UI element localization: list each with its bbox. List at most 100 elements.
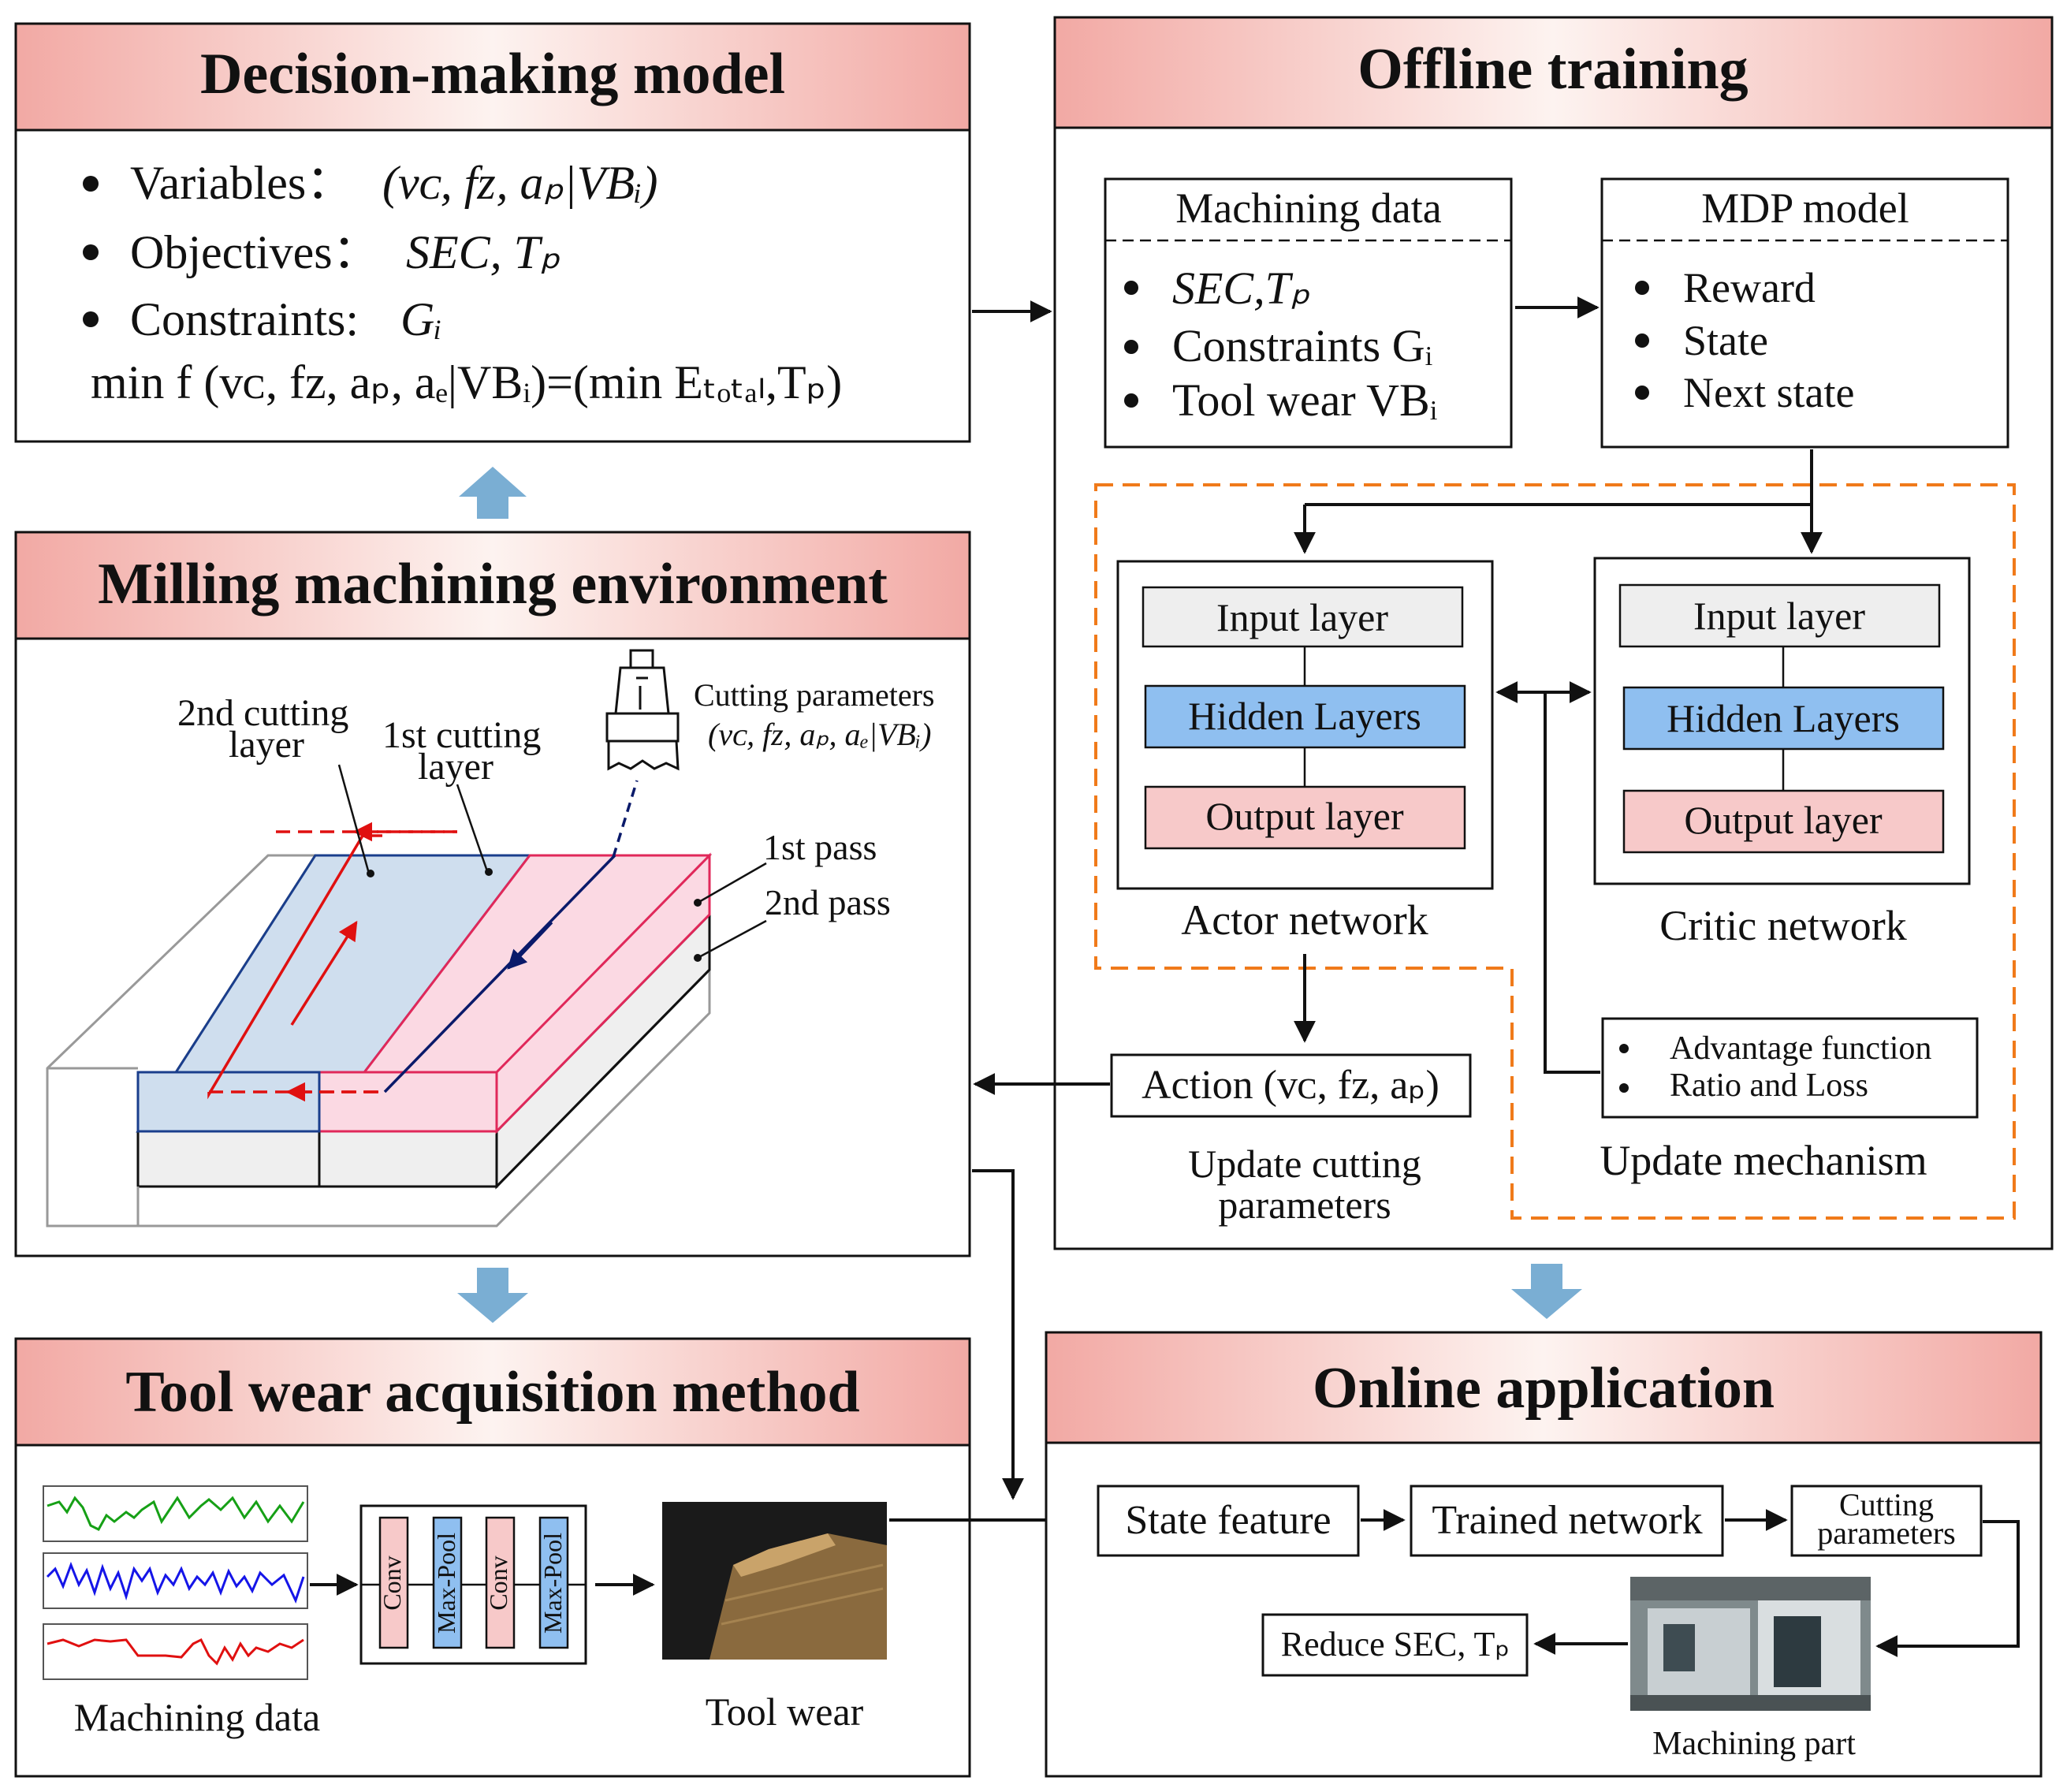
actor-hidden-layers <box>1144 684 1466 749</box>
down-block-arrow-icon <box>1511 1264 1582 1319</box>
signal-plots <box>43 1485 308 1680</box>
update-mechanism-label: Update mechanism <box>1600 1137 1927 1184</box>
variables-expr: (vᴄ, fᴢ, aₚ|VBᵢ) <box>382 157 657 209</box>
critic-output-layer <box>1622 789 1945 854</box>
milling-title: Milling machining environment <box>98 552 888 617</box>
machining-item-1: SEC,Tₚ <box>1172 263 1310 314</box>
pool2-label: Max-Pool <box>538 1533 567 1634</box>
ratio-and-loss: Ratio and Loss <box>1670 1067 1868 1104</box>
conv1-layer <box>378 1516 409 1649</box>
blue-signal <box>46 1561 305 1604</box>
objectives-label: Objectives： <box>130 226 380 278</box>
red-signal <box>47 1637 304 1666</box>
bullet-icon <box>83 311 99 327</box>
milling-header <box>14 531 971 640</box>
actor-output-label: Output layer <box>1205 794 1404 838</box>
pass1-label: 1st pass <box>763 827 877 867</box>
bullet-icon <box>1635 386 1649 400</box>
layer2-leader <box>337 764 371 874</box>
bullet-icon <box>1124 281 1138 295</box>
down-block-arrow-icon <box>457 1268 528 1323</box>
update-params-line2: parameters <box>1218 1183 1391 1227</box>
state-feature-box <box>1097 1485 1360 1557</box>
advantage-function: Advantage function <box>1670 1030 1931 1067</box>
actor-output-layer <box>1144 785 1466 850</box>
actor-network: Input layer Hidden Layers Output layer A… <box>1116 560 1494 944</box>
cutting-params-expr: (vᴄ, fᴢ, aₚ, aₑ|VBᵢ) <box>708 717 931 752</box>
online-title: Online application <box>1313 1356 1775 1421</box>
actor-input-layer <box>1142 586 1464 648</box>
layer1-leader <box>456 784 489 872</box>
critic-network-label: Critic network <box>1659 902 1906 949</box>
cnn-block: Conv Max-Pool Conv Max-Pool <box>359 1504 587 1665</box>
layer1-label-line2: layer <box>418 746 493 788</box>
pass1-leader <box>697 862 767 904</box>
critic-hidden-label: Hidden Layers <box>1667 696 1900 740</box>
machining-data-box: Machining data SEC,Tₚ Constraints Gᵢ Too… <box>1104 177 1513 449</box>
mdp-next-state: Next state <box>1683 369 1854 416</box>
trained-network-box <box>1410 1485 1724 1557</box>
constraints-expr: Gᵢ <box>400 293 442 345</box>
cutter-tool-icon <box>605 649 680 771</box>
ppo-dashed-region <box>1094 483 2016 1220</box>
machining-item-3: Tool wear VBᵢ <box>1172 374 1437 426</box>
machining-data-header: Machining data <box>1175 184 1441 232</box>
offline-title: Offline training <box>1358 37 1748 102</box>
toolwear-title: Tool wear acquisition method <box>125 1360 859 1425</box>
online-cutting-params-line2: parameters <box>1817 1515 1955 1551</box>
mdp-model-box: MDP model Reward State Next state <box>1600 177 2009 449</box>
offline-training-panel: Offline training Machining data SEC,Tₚ C… <box>1053 16 2054 1250</box>
variables-label: Variables： <box>130 157 353 209</box>
reduce-label: Reduce SEC, Tₚ <box>1281 1625 1510 1663</box>
pool1-label: Max-Pool <box>432 1533 460 1634</box>
conv2-label: Conv <box>484 1555 512 1610</box>
critic-input-label: Input layer <box>1693 594 1865 638</box>
conv1-label: Conv <box>378 1555 406 1610</box>
bullet-icon <box>1635 333 1649 348</box>
bullet-icon <box>1124 393 1138 408</box>
action-label: Action (vᴄ, fᴢ, aₚ) <box>1142 1063 1439 1108</box>
pool1-layer <box>432 1516 463 1649</box>
red-path-arrow <box>290 920 358 1026</box>
reduce-box <box>1261 1613 1529 1677</box>
pass2-leader <box>697 919 767 959</box>
update-params-line1: Update cutting <box>1188 1142 1421 1186</box>
milling-panel: Milling machining environment <box>14 531 971 1257</box>
layer2-label-line1: 2nd cutting <box>177 692 348 734</box>
offline-header <box>1053 16 2054 129</box>
state-feature-label: State feature <box>1125 1498 1331 1543</box>
trained-network-label: Trained network <box>1432 1498 1702 1543</box>
critic-hidden-layers <box>1622 686 1945 751</box>
decision-title: Decision-making model <box>200 42 785 106</box>
mdp-state: State <box>1683 317 1768 364</box>
green-signal <box>47 1496 305 1531</box>
mdp-header: MDP model <box>1701 184 1909 232</box>
online-header <box>1045 1331 2043 1444</box>
arrow-milling-to-online <box>972 1169 1024 1500</box>
blue-path <box>383 854 616 1093</box>
objectives-expr: SEC, Tₚ <box>406 226 561 278</box>
online-panel: Online application State feature Trained… <box>1045 1331 2043 1778</box>
bullet-icon <box>1619 1044 1629 1053</box>
bullet-icon <box>83 176 99 192</box>
update-feedback-line <box>1544 692 1600 1074</box>
up-block-arrow-icon <box>459 467 527 519</box>
blue-path-arrow <box>507 921 553 970</box>
machining-part-image <box>1630 1577 1871 1711</box>
actor-network-label: Actor network <box>1181 896 1428 944</box>
arrow-params-to-machine <box>1875 1520 2020 1657</box>
layer2-label-line2: layer <box>229 724 304 766</box>
actor-input-label: Input layer <box>1216 595 1388 639</box>
online-cutting-params-box <box>1790 1485 1983 1557</box>
workpiece-drawing <box>46 780 713 1228</box>
constraints-label: Constraints: <box>130 293 359 345</box>
critic-network: Input layer Hidden Layers Output layer C… <box>1593 557 1971 949</box>
tool-wear-image <box>662 1502 887 1660</box>
tool-wear-label: Tool wear <box>706 1690 864 1734</box>
bullet-icon <box>1619 1083 1629 1093</box>
actor-hidden-label: Hidden Layers <box>1188 694 1421 738</box>
layer1-label-line1: 1st cutting <box>382 714 541 756</box>
objective-formula: min f (vᴄ, fᴢ, aₚ, aₑ|VBᵢ)=(min Eₜₒₜₐₗ,T… <box>91 356 842 408</box>
pool2-layer <box>538 1516 569 1649</box>
